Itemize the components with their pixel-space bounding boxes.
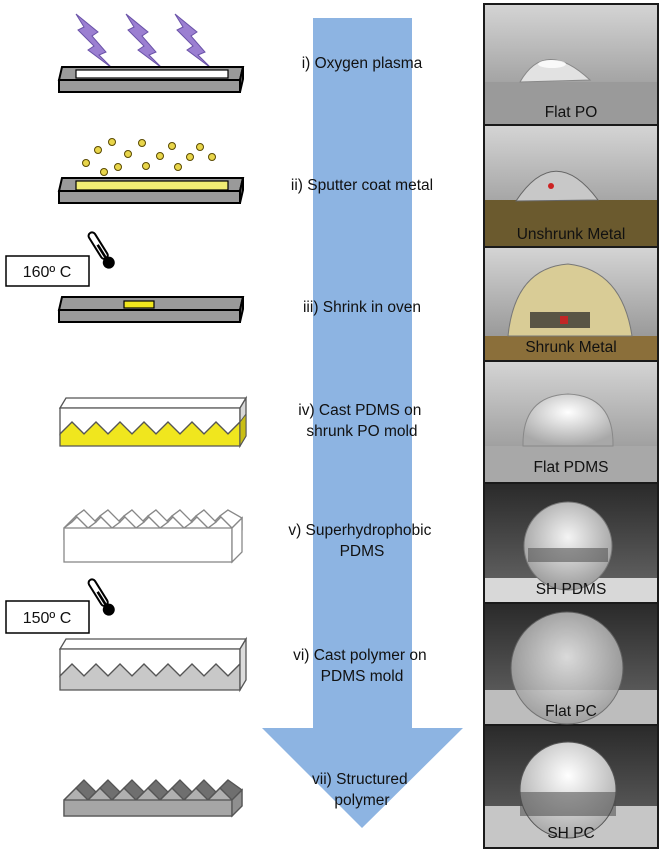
substrate-shrunk (57, 296, 245, 323)
photo-caption: Flat PC (545, 703, 597, 720)
lightning-bolt-icon (125, 13, 163, 69)
temperature-160: 160º C (5, 255, 90, 287)
metal-particles (82, 138, 216, 176)
step-label: ii) Sputter coat metal (291, 177, 433, 194)
photo-flat-pc: Flat PC (485, 604, 657, 725)
step-label: vii) Structured polymer (312, 771, 412, 809)
photo-strip: Flat PO Unshrunk Metal Shrunk Metal Flat… (483, 3, 659, 849)
step-label: vi) Cast polymer on PDMS mold (293, 647, 431, 685)
photo-flat-po: Flat PO (485, 5, 657, 124)
lightning-bolt-icon (174, 13, 212, 69)
pdms-cast-on-mold (58, 395, 248, 449)
substrate-metal-coated (57, 177, 245, 204)
substrate-plasma (57, 66, 245, 93)
temperature-label: 150º C (23, 610, 72, 627)
step-label: i) Oxygen plasma (302, 55, 423, 72)
photo-caption: SH PDMS (536, 581, 607, 598)
lightning-bolt-icon (75, 13, 113, 69)
temperature-150: 150º C (5, 600, 90, 634)
step-label: iii) Shrink in oven (303, 299, 421, 316)
photo-caption: Shrunk Metal (525, 339, 616, 356)
step-labels: i) Oxygen plasma ii) Sputter coat metal … (288, 55, 435, 809)
step-label: v) Superhydrophobic PDMS (288, 522, 435, 560)
thermometer-icon (87, 578, 115, 616)
structured-polymer (63, 779, 244, 818)
thermometer-icon (87, 231, 115, 269)
photo-caption: SH PC (547, 825, 594, 842)
photo-shrunk-metal: Shrunk Metal (485, 248, 657, 360)
photo-caption: Flat PO (545, 104, 598, 121)
polymer-cast-on-pdms (58, 636, 248, 693)
superhydrophobic-pdms (63, 509, 244, 564)
temperature-label: 160º C (23, 264, 72, 281)
process-arrow (262, 18, 463, 828)
photo-sh-pc: SH PC (485, 726, 657, 847)
photo-caption: Flat PDMS (534, 459, 609, 476)
photo-sh-pdms: SH PDMS (485, 484, 657, 602)
photo-unshrunk-metal: Unshrunk Metal (485, 126, 657, 246)
photo-flat-pdms: Flat PDMS (485, 362, 657, 482)
step-label: iv) Cast PDMS on shrunk PO mold (298, 402, 425, 440)
photo-caption: Unshrunk Metal (517, 226, 626, 243)
